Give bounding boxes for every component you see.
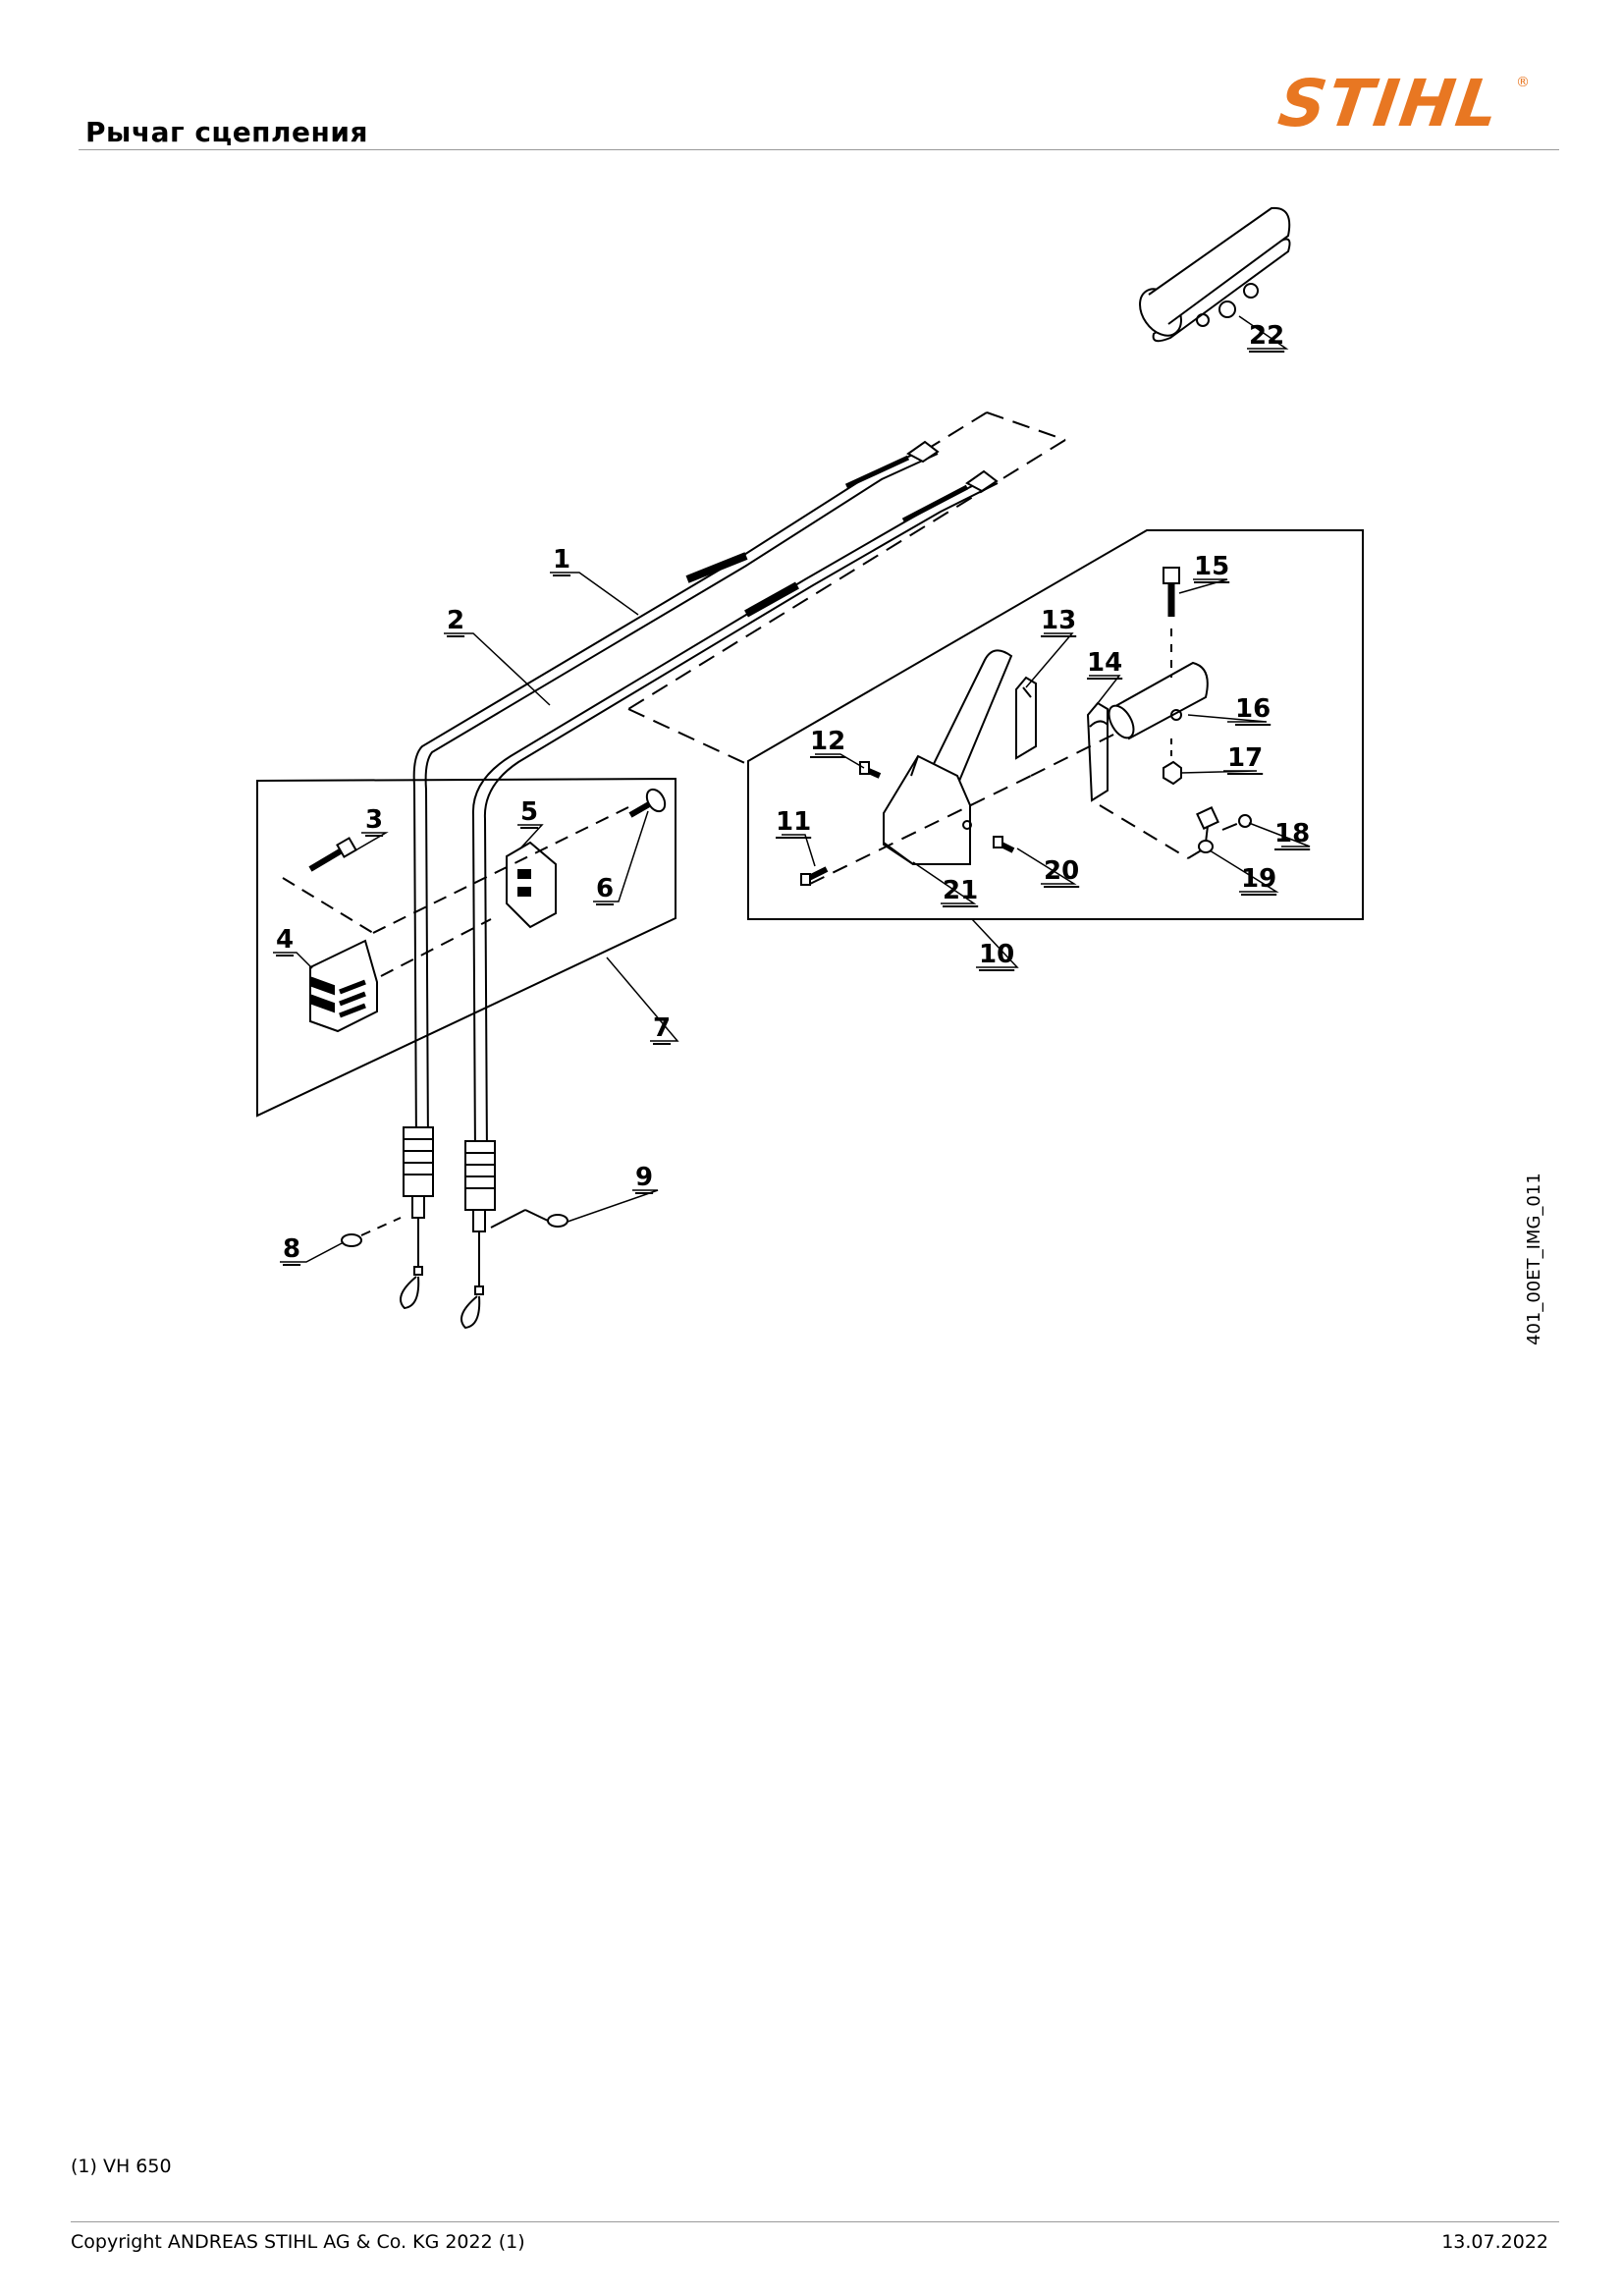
screw-part-11 xyxy=(800,866,829,886)
callout-9: 9 xyxy=(635,1163,653,1192)
callout-15: 15 xyxy=(1194,552,1229,581)
callout-12: 12 xyxy=(810,727,845,756)
callout-17: 17 xyxy=(1227,743,1263,773)
nut-part-17 xyxy=(1163,760,1182,786)
callout-19: 19 xyxy=(1241,864,1276,894)
washer-part-18 xyxy=(1238,814,1252,828)
callout-14: 14 xyxy=(1087,648,1122,678)
callout-21: 21 xyxy=(943,876,978,905)
cable-end-1 xyxy=(400,1126,434,1310)
screw-part-6 xyxy=(628,788,667,818)
grip-part-22 xyxy=(1139,206,1291,343)
plate-part-13 xyxy=(1015,676,1037,760)
clamp-part-5 xyxy=(506,841,557,929)
header-divider xyxy=(79,149,1559,150)
kit-panel-7 xyxy=(256,777,676,1118)
callout-8: 8 xyxy=(283,1234,300,1264)
cable-part-1 xyxy=(412,440,940,1150)
print-date: 13.07.2022 xyxy=(1441,2231,1548,2253)
cable-part-2 xyxy=(471,469,999,1160)
registered-mark: ® xyxy=(1516,75,1530,90)
callout-11: 11 xyxy=(776,807,811,837)
callout-18: 18 xyxy=(1274,819,1310,848)
bolt-part-15 xyxy=(1163,567,1180,678)
footnote: (1) VH 650 xyxy=(71,2156,172,2177)
copyright-text: Copyright ANDREAS STIHL AG & Co. KG 2022… xyxy=(71,2231,525,2253)
kit-panel-10 xyxy=(747,529,1364,920)
callout-1: 1 xyxy=(553,545,570,574)
washer-part-9 xyxy=(547,1214,568,1228)
callout-6: 6 xyxy=(596,874,614,903)
callout-10: 10 xyxy=(979,940,1014,969)
callout-2: 2 xyxy=(447,606,464,635)
cable-end-2 xyxy=(460,1140,496,1330)
callout-4: 4 xyxy=(276,925,294,955)
footer-divider xyxy=(71,2221,1559,2222)
plate-part-14 xyxy=(1086,701,1109,802)
callout-22: 22 xyxy=(1249,321,1284,351)
callout-16: 16 xyxy=(1235,694,1271,724)
leader-lines xyxy=(273,315,1311,1263)
page-title: Рычаг сцепления xyxy=(85,116,368,148)
clamp-part-4 xyxy=(309,939,378,1033)
callout-5: 5 xyxy=(520,797,538,827)
callout-20: 20 xyxy=(1044,856,1079,886)
callout-7: 7 xyxy=(653,1013,671,1043)
callout-13: 13 xyxy=(1041,606,1076,635)
image-code: 401_00ET_IMG_011 xyxy=(1524,1173,1544,1345)
parts-diagram: 1 2 3 4 5 6 7 8 9 10 11 12 13 14 15 16 1… xyxy=(256,206,1364,1330)
screw-part-20 xyxy=(993,836,1015,853)
tube-part-16 xyxy=(1108,661,1209,740)
washer-part-8 xyxy=(341,1233,362,1247)
lever-part-21 xyxy=(883,649,1013,865)
clamp-part-19 xyxy=(1196,806,1219,853)
callout-3: 3 xyxy=(365,805,383,835)
screw-part-12 xyxy=(859,761,882,779)
stihl-logo: STIHL ® xyxy=(1274,66,1542,141)
